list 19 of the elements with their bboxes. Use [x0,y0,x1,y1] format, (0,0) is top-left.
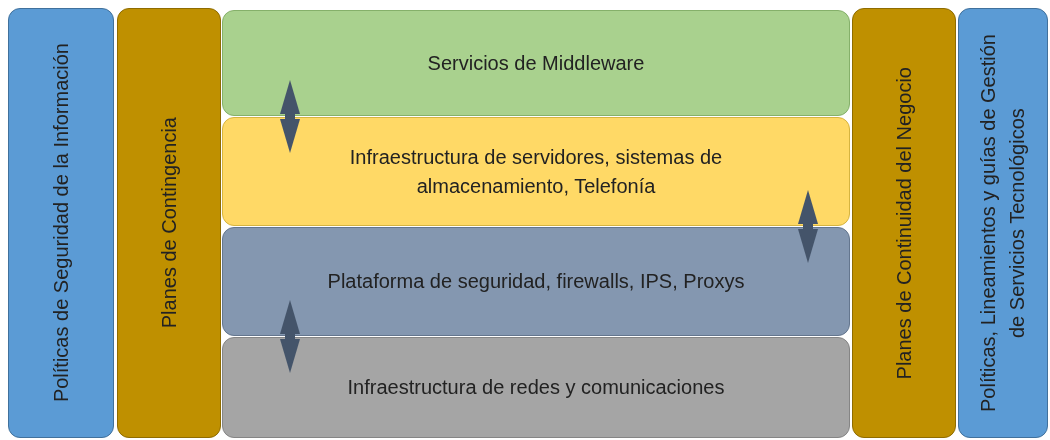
band-label: Servicios de Middleware [427,50,645,76]
band-label: Planes de Continuidad del Negocio [891,66,916,380]
band-label: Políticas de Seguridad de la Información [48,43,73,403]
band-label: Infraestructura de redes y comunicaciones [347,375,725,400]
layer-band [222,337,850,438]
layer-band [222,117,850,226]
band-label: Planes de Contingencia [156,117,181,329]
policy-column [958,8,1048,438]
band-label: Plataforma de seguridad, firewalls, IPS, Proxys [327,269,745,294]
band-label: Infraestructura de servidores, sistemas de almacenamiento, Telefonía [348,144,724,199]
plan-column [852,8,956,438]
policy-column [8,8,114,438]
double-arrow [280,300,300,373]
band-label: Políticas, Lineamientos y guías de Gestión de Servicios Tecnológicos [976,33,1029,414]
double-arrow [798,190,818,263]
layer-band [222,227,850,336]
double-arrow [280,80,300,153]
layer-band [222,10,850,116]
plan-column [117,8,221,438]
